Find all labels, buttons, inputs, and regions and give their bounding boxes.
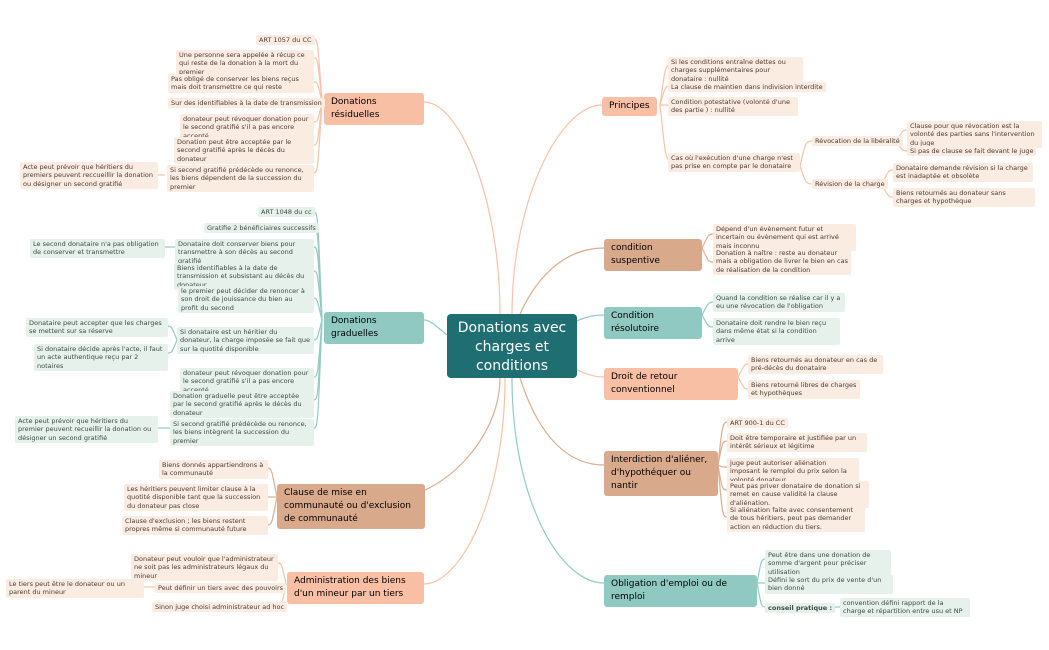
topic-principes[interactable]: Principes [602, 97, 657, 116]
leaf[interactable]: La clause de maintien dans indivision in… [668, 82, 826, 93]
leaf[interactable]: Peut pas priver donataire de donation si… [727, 481, 869, 508]
leaf[interactable]: juge peut autoriser aliénation imposant … [727, 458, 859, 485]
leaf[interactable]: Si second gratifié prédécède ou renonce,… [167, 165, 314, 192]
leaf[interactable]: Les héritiers peuvent limiter clause à l… [124, 484, 268, 511]
leaf[interactable]: Peut définir un tiers avec des pouvoirs [155, 583, 287, 594]
leaf[interactable]: Clause d'exclusion ; les biens restent p… [122, 516, 268, 535]
leaf[interactable]: Biens retournés au donateur en cas de pr… [748, 355, 883, 374]
leaf[interactable]: Si second gratifié prédécède ou renonce,… [170, 419, 314, 446]
leaf[interactable]: donateur peut révoquer donation pour le … [180, 368, 314, 395]
leaf[interactable]: Si pas de clause se fait devant le juge [907, 146, 1037, 157]
leaf[interactable]: Biens retourné libres de charges et hypo… [748, 380, 860, 399]
topic-donations-graduelles[interactable]: Donations graduelles [324, 312, 424, 344]
leaf[interactable]: Donataire demande révision si la charge … [893, 163, 1033, 182]
leaf[interactable]: Défini le sort du prix de vente d'un bie… [765, 575, 893, 594]
leaf-revision[interactable]: Révision de la charge [812, 179, 888, 190]
topic-condition-suspensive[interactable]: condition suspentive [604, 239, 702, 271]
topic-administration-biens[interactable]: Administration des biens d'un mineur par… [287, 572, 424, 604]
leaf[interactable]: ART 1057 du CC [256, 35, 315, 46]
leaf[interactable]: Doit être temporaire et justifiée par un… [727, 433, 867, 452]
leaf[interactable]: Le second donataire n'a pas obligation d… [30, 239, 165, 258]
leaf[interactable]: Acte peut prévoir que héritiers du premi… [15, 416, 158, 443]
leaf[interactable]: Condition potestative (volonté d'une des… [668, 97, 798, 116]
leaf[interactable]: Si les conditions entraîne dettes ou cha… [668, 57, 803, 84]
leaf[interactable]: Acte peut prévoir que héritiers du premi… [20, 162, 158, 189]
leaf[interactable]: Cas où l'exécution d'une charge n'est pa… [668, 153, 800, 172]
central-topic[interactable]: Donations avec charges et conditions [447, 314, 577, 378]
leaf[interactable]: Une personne sera appelée à récup ce qui… [176, 50, 314, 77]
leaf[interactable]: Donateur peut vouloir que l'administrate… [131, 554, 278, 581]
leaf-revocation[interactable]: Révocation de la libéralité [812, 136, 903, 147]
leaf[interactable]: Sur des identifiables à la date de trans… [168, 98, 325, 109]
leaf[interactable]: Peut être dans une donation de somme d'a… [765, 550, 891, 577]
leaf[interactable]: Gratifie 2 bénéficiaires successifs [204, 223, 319, 234]
leaf[interactable]: Si donataire décide après l'acte, il fau… [34, 344, 168, 371]
leaf[interactable]: convention défini rapport de la charge e… [840, 598, 970, 617]
leaf[interactable]: Biens retournés au donateur sans charges… [893, 188, 1035, 207]
leaf[interactable]: Clause pour que révocation est la volont… [907, 121, 1042, 148]
leaf[interactable]: Donation à naître : reste au donateur ma… [713, 248, 851, 275]
topic-obligation-emploi[interactable]: Obligation d'emploi ou de remploi [604, 575, 757, 607]
topic-donations-residuelles[interactable]: Donations résiduelles [324, 93, 424, 125]
leaf[interactable]: Si aliénation faite avec consentement de… [727, 505, 865, 532]
topic-clause-communaute[interactable]: Clause de mise en communauté ou d'exclus… [277, 484, 425, 529]
topic-condition-resolutoire[interactable]: Condition résolutoire [604, 307, 702, 339]
leaf[interactable]: Pas obligé de conserver les biens reçus … [168, 74, 314, 93]
leaf[interactable]: Biens identifiables à la date de transmi… [174, 263, 314, 290]
leaf[interactable]: Donation graduelle peut être acceptée pa… [170, 391, 314, 418]
leaf[interactable]: Donation peut être acceptée par le secon… [174, 137, 314, 164]
leaf[interactable]: Sinon juge choisi administrateur ad hoc [152, 602, 288, 613]
leaf[interactable]: le premier peut décider de renoncer à so… [178, 286, 314, 313]
leaf[interactable]: ART 1048 du cc [258, 207, 315, 218]
topic-droit-de-retour[interactable]: Droit de retour conventionnel [604, 368, 738, 400]
leaf[interactable]: Donataire peut accepter que les charges … [26, 318, 168, 337]
topic-interdiction-aliener[interactable]: Interdiction d'aliéner, d'hypothéquer ou… [604, 451, 718, 496]
leaf[interactable]: Donataire doit conserver biens pour tran… [175, 239, 314, 266]
leaf[interactable]: Dépend d'un évènement futur et incertain… [713, 224, 856, 251]
leaf-conseil[interactable]: conseil pratique : [765, 603, 836, 614]
leaf[interactable]: Biens donnés appartiendrons à la communa… [159, 460, 268, 479]
leaf[interactable]: Si donataire est un héritier du donateur… [177, 327, 314, 354]
leaf[interactable]: Donataire doit rendre le bien reçu dans … [713, 318, 840, 345]
leaf[interactable]: ART 900-1 du CC [727, 418, 788, 429]
leaf[interactable]: Le tiers peut être le donateur ou un par… [6, 579, 144, 598]
leaf[interactable]: donateur peut révoquer donation pour le … [180, 114, 314, 141]
leaf[interactable]: Quand la condition se réalise car il y a… [713, 293, 845, 312]
